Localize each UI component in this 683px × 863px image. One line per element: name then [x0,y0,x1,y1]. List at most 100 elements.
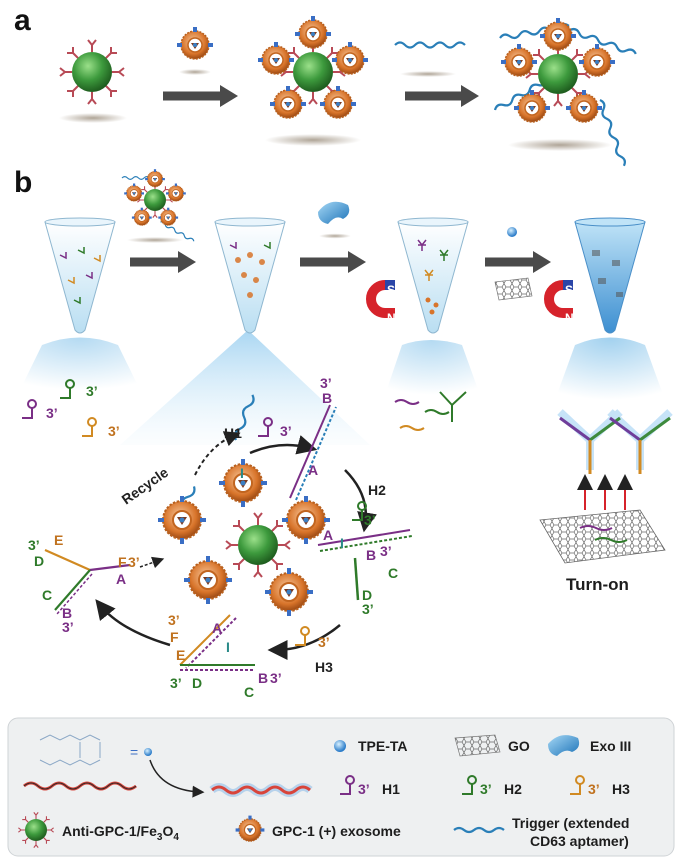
legend-h2-label: H2 [504,781,522,797]
recycle-label: Recycle [119,464,172,508]
tube-4: S N [549,217,665,400]
turn-on-label: Turn-on [566,575,629,594]
panel-a-exosome-reagent [176,26,214,75]
legend-bead-label: Anti-GPC-1/Fe3O4 [62,823,179,843]
panel-b-arrow-3 [485,251,551,273]
exo-iii-reagent [318,201,351,239]
h1-label: H1 [224,425,242,441]
jb-b: B [258,670,268,686]
free-h3-3prime: 3’ [108,423,120,439]
panel-a-bead [59,39,127,123]
tube-1 [20,217,140,390]
panel-b-letter: b [14,166,32,199]
legend-h2-3prime: 3’ [480,781,492,797]
bcd-d: D [362,587,372,603]
h3-3prime: 3’ [318,634,330,650]
legend-tpe-dot-small [144,748,152,756]
duplex-ab: 3’ B A I [240,375,337,501]
panel-b-arrow-2 [300,251,366,273]
recycle-arrow [194,431,241,476]
legend-exosome-label: GPC-1 (+) exosome [272,823,401,839]
rp-f-3prime: 3’ [128,554,140,570]
free-hairpins: 3’ 3’ 3’ [21,379,120,439]
duplex-bcd: B 3’ C D 3’ A I [317,527,413,617]
jb-b-3prime: 3’ [270,670,282,686]
fluorescent-junctions [557,409,673,476]
legend-go-label: GO [508,738,530,754]
legend-trigger-icon [453,826,505,834]
jb-a: A [212,620,222,636]
junction-bottom: 3’ F A I E 3’ D C B 3’ [168,612,282,700]
legend-exo-icon [548,735,580,756]
jb-3prime-d: 3’ [170,675,182,691]
bcd-3prime: 3’ [380,543,392,559]
jb-d: D [192,675,202,691]
magnet-1-n: N [387,311,396,325]
rp-c: C [42,587,52,603]
panel-a-letter: a [14,4,31,37]
ab-a: A [308,462,318,478]
magnet-2-s: S [565,283,573,297]
bcd-b: B [366,547,376,563]
rp-b: B [62,605,72,621]
rp-dashed-arrow [139,556,165,569]
ab-b: B [322,390,332,406]
bcd-c: C [388,565,398,581]
jb-i: I [226,639,230,655]
tube-3-products [394,391,467,431]
panel-a-arrow-1 [163,85,238,107]
rp-f: F [118,554,127,570]
product-arrow [95,599,171,647]
h2-arrow [344,469,377,533]
rp-3prime-d: 3’ [28,537,40,553]
jb-f: F [170,629,179,645]
bcd-a: A [323,527,333,543]
legend-h3-label: H3 [612,781,630,797]
tpe-go-reagent [494,227,533,301]
jb-e: E [176,647,185,663]
rp-a: A [116,571,126,587]
legend-exo-label: Exo III [590,738,631,754]
legend-h3-3prime: 3’ [588,781,600,797]
panel-a-arrow-2 [405,85,479,107]
panel-a-trigger-reagent [393,41,467,77]
h1-3prime: 3’ [280,423,292,439]
rp-e: E [54,532,63,548]
released-product: 3’ E D F 3’ A C B 3’ [28,532,140,635]
legend-bind-arrow [149,759,205,798]
panel-b-complex-reagent [121,168,196,244]
rp-d: D [34,553,44,569]
h1-arrow [249,435,318,455]
jb-c: C [244,684,254,700]
magnet-1-s: S [387,283,395,297]
jb-3prime-f: 3’ [168,612,180,628]
tpe-ta-structure [39,734,101,766]
ab-i: I [240,465,244,481]
legend-tpe-label: TPE-TA [358,738,408,754]
panel-a-final-complex [492,17,638,168]
tube-2 [214,217,286,334]
free-h2-3prime: 3’ [86,383,98,399]
legend-trigger-line2: CD63 aptamer) [530,833,629,849]
panel-a-bead-exosome-complex [257,15,369,146]
h2-3prime: 3’ [364,512,376,528]
bcd-d-3prime: 3’ [362,601,374,617]
ab-3prime: 3’ [320,375,332,391]
rp-b-3prime: 3’ [62,619,74,635]
free-h1-3prime: 3’ [46,405,58,421]
legend-tpe-icon [334,740,346,752]
bcd-i: I [340,535,344,551]
legend-box: = TPE-TA GO Exo III 3’ H1 3’ H2 3’ H3 An… [7,717,675,857]
h3-arrow [267,624,341,660]
magnet-2-n: N [565,311,574,325]
legend-h1-3prime: 3’ [358,781,370,797]
legend-fluorescent-strand [209,783,313,797]
magnified-complex [157,394,331,617]
magnify-cone [120,330,370,445]
legend-h1-label: H1 [382,781,400,797]
h2-label: H2 [368,482,386,498]
legend-go-icon [454,734,501,757]
tube-3: S N [371,217,480,395]
legend-equals: = [130,744,138,760]
